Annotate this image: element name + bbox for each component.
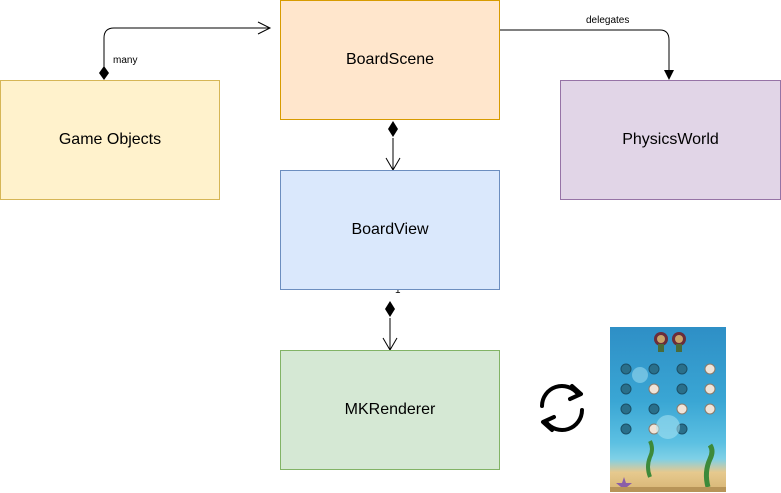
- edge-board-scene-to-physics-world: [500, 29, 674, 80]
- composition-diamond: [99, 66, 109, 80]
- seaweed: [646, 440, 654, 478]
- cannon-icon: [654, 332, 668, 352]
- node-label: MKRenderer: [344, 401, 436, 418]
- edge-label-many: many: [113, 55, 138, 66]
- edge-board-scene-to-board-view: [385, 121, 401, 171]
- edge-game-objects-to-board-scene: [99, 21, 272, 80]
- sand-floor: [610, 487, 726, 492]
- node-label: BoardView: [351, 221, 429, 238]
- bubble: [656, 415, 680, 439]
- game-preview: [610, 327, 726, 492]
- node-board-scene[interactable]: BoardScene: [280, 0, 500, 120]
- edge-label-multiplicity: 1: [395, 285, 401, 296]
- bubble: [632, 367, 648, 383]
- game-scene-image: [610, 332, 726, 492]
- node-game-objects[interactable]: Game Objects: [0, 80, 220, 200]
- arrowhead: [664, 70, 674, 80]
- edge-board-view-to-mk-renderer: [382, 301, 398, 351]
- seaweed: [703, 443, 715, 488]
- node-label: Game Objects: [58, 131, 162, 148]
- starfish: [616, 477, 632, 492]
- peg-grid: [620, 363, 688, 435]
- refresh-cycle-icon: [540, 384, 584, 432]
- composition-diamond: [385, 301, 395, 317]
- node-mk-renderer[interactable]: MKRenderer: [280, 350, 500, 470]
- cannon-icon: [672, 332, 686, 352]
- composition-diamond: [388, 121, 398, 137]
- node-label: BoardScene: [345, 51, 435, 68]
- edge-label-delegates: delegates: [586, 15, 630, 26]
- node-label: PhysicsWorld: [622, 131, 719, 148]
- node-physics-world[interactable]: PhysicsWorld: [560, 80, 781, 200]
- node-board-view[interactable]: BoardView: [280, 170, 500, 290]
